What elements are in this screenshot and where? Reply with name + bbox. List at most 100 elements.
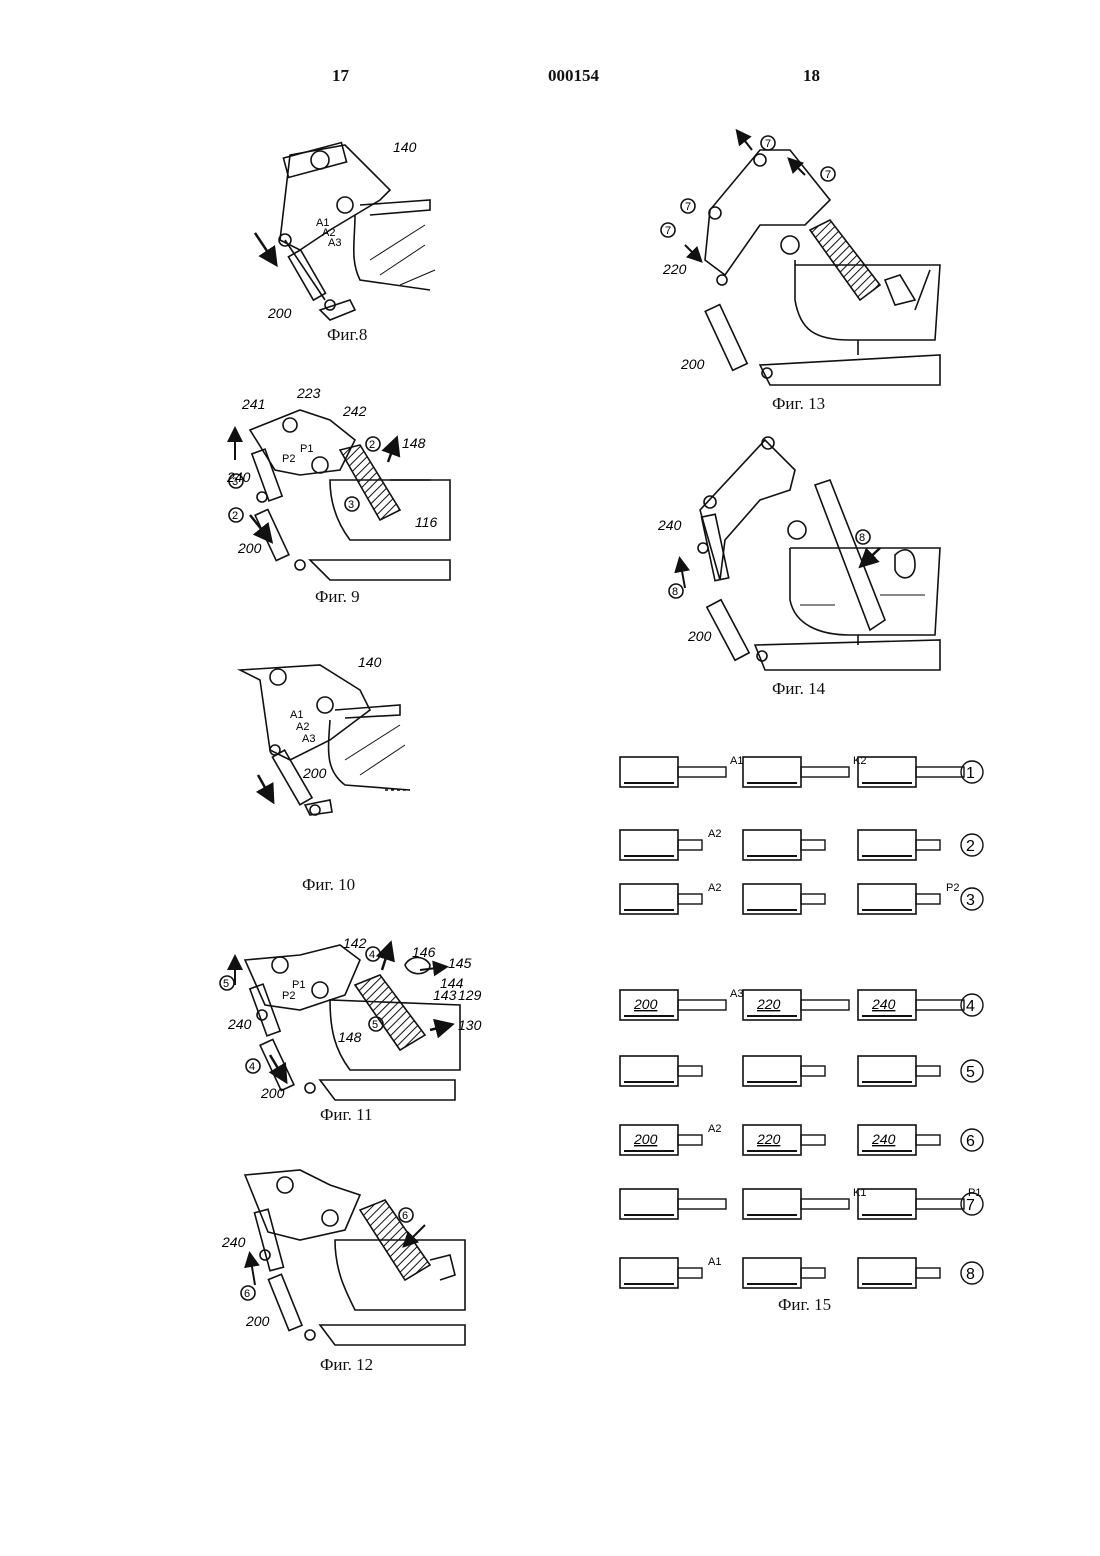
fig15-step-number: 1 xyxy=(966,765,975,782)
fig15-position-mark: A1 xyxy=(708,1256,721,1268)
fig11-label-129: 129 xyxy=(458,987,482,1003)
fig15-step-number: 2 xyxy=(966,838,975,855)
fig11-step-5a: 5 xyxy=(223,978,229,990)
fig11-label-143: 143 xyxy=(433,987,457,1003)
fig11-step-4a: 4 xyxy=(249,1061,255,1073)
fig15-cylinder: 220 xyxy=(743,1125,825,1155)
fig9-label-223: 223 xyxy=(296,385,321,401)
fig9-step-3b: 3 xyxy=(348,499,354,511)
caption-fig15: Фиг. 15 xyxy=(778,1295,831,1315)
fig9-label-242: 242 xyxy=(342,403,367,419)
figure-13 xyxy=(661,132,940,385)
fig11-label-142: 142 xyxy=(343,935,367,951)
fig13-step-7a: 7 xyxy=(765,138,771,150)
fig15-cylinder xyxy=(743,1056,825,1086)
fig15-cylinder: P2 xyxy=(858,882,959,914)
fig9-label-241: 241 xyxy=(241,396,265,412)
fig11-label-130: 130 xyxy=(458,1017,482,1033)
fig10-label-a3: A3 xyxy=(302,733,315,745)
fig9-step-3a: 3 xyxy=(232,476,238,488)
fig15-cylinder xyxy=(858,1258,940,1288)
fig8-label-a3: A3 xyxy=(328,237,341,249)
fig15-row: K1P17 xyxy=(620,1187,983,1219)
fig15-position-mark: A2 xyxy=(708,828,721,840)
fig15-step-number: 3 xyxy=(966,892,975,909)
fig9-label-p2: P2 xyxy=(282,453,295,465)
caption-fig14: Фиг. 14 xyxy=(772,679,825,699)
figure-11-labels: 142 146 145 144 143 129 130 240 148 200 … xyxy=(223,935,482,1101)
fig9-label-200: 200 xyxy=(237,540,262,556)
fig15-cylinder-label: 220 xyxy=(756,1131,781,1147)
fig9-label-148: 148 xyxy=(402,435,426,451)
fig13-label-220: 220 xyxy=(662,261,687,277)
fig15-cylinder: A1 xyxy=(620,1256,721,1288)
fig15-cylinder: 240 xyxy=(858,990,964,1020)
fig15-cylinder xyxy=(743,884,825,914)
fig15-cylinder-label: 200 xyxy=(633,996,658,1012)
fig15-cylinder: 220 xyxy=(743,990,849,1020)
caption-fig9: Фиг. 9 xyxy=(315,587,360,607)
fig15-position-mark: A1 xyxy=(730,755,743,767)
fig15-position-mark: A2 xyxy=(708,882,721,894)
fig11-label-p2: P2 xyxy=(282,990,295,1002)
fig15-row: A2 P2 3 xyxy=(620,882,983,914)
fig13-step-7b: 7 xyxy=(825,169,831,181)
fig11-step-4b: 4 xyxy=(369,949,375,961)
fig15-cylinder xyxy=(858,1056,940,1086)
caption-fig12: Фиг. 12 xyxy=(320,1355,373,1375)
fig12-step-6a: 6 xyxy=(244,1288,250,1300)
caption-fig8: Фиг.8 xyxy=(327,325,367,345)
fig15-cylinder: K2 xyxy=(743,755,866,787)
fig9-label-240: 240 xyxy=(226,469,251,485)
fig9-label-p1: P1 xyxy=(300,443,313,455)
fig15-cylinder xyxy=(743,1258,825,1288)
fig10-label-200: 200 xyxy=(302,765,327,781)
fig15-cylinder xyxy=(743,830,825,860)
fig15-cylinder: A2 xyxy=(620,882,721,914)
fig15-row: 200A2 220 240 6 xyxy=(620,1123,983,1155)
fig15-position-mark: P2 xyxy=(946,882,959,894)
fig15-row: 200 A3 220 240 4 xyxy=(620,988,983,1020)
fig15-step-number: 6 xyxy=(966,1133,975,1150)
fig15-cylinder-label: 220 xyxy=(756,996,781,1012)
fig14-step-8a: 8 xyxy=(672,586,678,598)
fig12-step-6b: 6 xyxy=(402,1210,408,1222)
fig15-row: 5 xyxy=(620,1056,983,1086)
fig14-step-8b: 8 xyxy=(859,532,865,544)
figure-8 xyxy=(255,143,435,320)
fig15-step-number: 8 xyxy=(966,1266,975,1283)
fig12-label-240: 240 xyxy=(221,1234,246,1250)
fig15-cylinder xyxy=(620,1056,702,1086)
fig15-cylinder: 240 xyxy=(858,1125,940,1155)
fig15-position-mark: A3 xyxy=(730,988,743,1000)
figure-13-labels: 220 200 7 7 7 7 xyxy=(662,138,831,372)
fig15-step-number: 7 xyxy=(966,1197,975,1214)
fig15-cylinder: P1 xyxy=(858,1187,981,1219)
fig9-step-2a: 2 xyxy=(232,510,238,522)
fig12-label-200: 200 xyxy=(245,1313,270,1329)
fig14-label-240: 240 xyxy=(657,517,682,533)
fig15-cylinder: 200A2 xyxy=(620,1123,721,1155)
fig15-cylinder xyxy=(858,757,964,787)
fig10-label-a2: A2 xyxy=(296,721,309,733)
fig15-step-number: 4 xyxy=(966,998,975,1015)
fig15-cylinder-label: 200 xyxy=(633,1131,658,1147)
fig15-row: A2 2 xyxy=(620,828,983,860)
fig11-step-5b: 5 xyxy=(372,1019,378,1031)
fig15-cylinder xyxy=(620,1189,726,1219)
fig15-cylinder-label: 240 xyxy=(871,996,896,1012)
fig11-label-148: 148 xyxy=(338,1029,362,1045)
fig9-label-116: 116 xyxy=(415,514,438,530)
fig15-row: A1K2 1 xyxy=(620,755,983,787)
fig10-label-a1: A1 xyxy=(290,709,303,721)
caption-fig13: Фиг. 13 xyxy=(772,394,825,414)
figure-10 xyxy=(240,665,410,815)
fig15-cylinder-label: 240 xyxy=(871,1131,896,1147)
fig11-label-145: 145 xyxy=(448,955,472,971)
fig9-step-2b: 2 xyxy=(369,439,375,451)
fig15-row: A1 8 xyxy=(620,1256,983,1288)
caption-fig10: Фиг. 10 xyxy=(302,875,355,895)
figure-15-cylinder-sequence: A1K21A22A2P23200A322024045200A22202406K1… xyxy=(620,755,983,1288)
fig14-label-200: 200 xyxy=(687,628,712,644)
